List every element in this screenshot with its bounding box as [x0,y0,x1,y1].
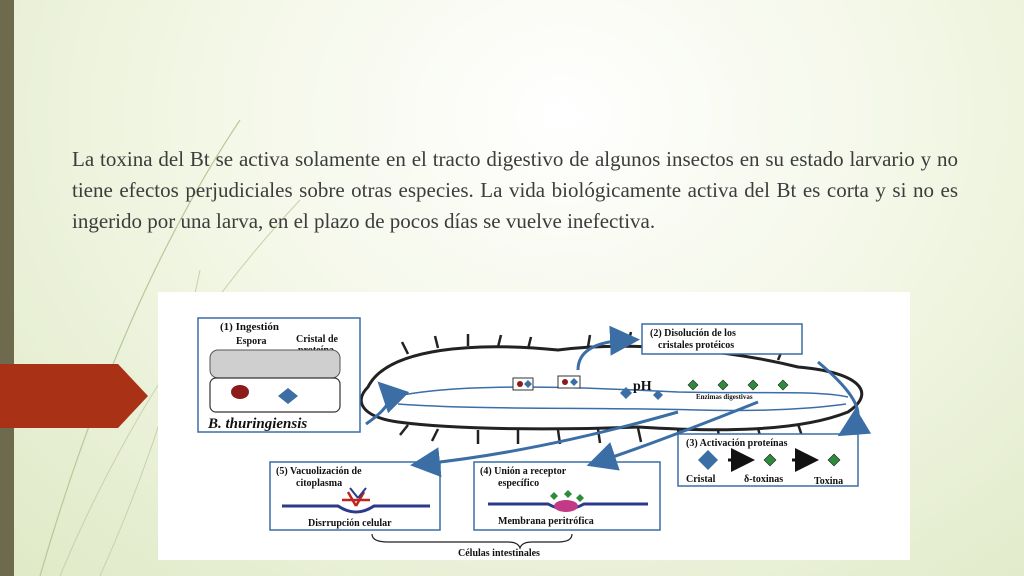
step3-cristal-label: Cristal [686,474,716,485]
body-paragraph: La toxina del Bt se activa solamente en … [72,147,958,233]
process-arrows [365,325,872,478]
step1-espora-label: Espora [236,336,267,347]
step5-line1: (5) Vacuolización de [276,466,362,477]
step4-receptor-box: (4) Unión a receptor específico Membrana… [473,461,661,531]
enzymes-label: Enzimas digestivas [696,393,753,401]
ph-label: pH [633,379,652,394]
step3-toxina-label: Toxina [814,476,843,487]
step5-bottom-label: Disrrupción celular [308,518,392,529]
step1-cristal-label-1: Cristal de [296,334,339,345]
accent-arrow-shape [0,364,148,428]
step4-line2: específico [498,478,539,489]
step3-title: (3) Activación proteínas [686,438,788,449]
step2-dissolution-box: (2) Disolución de los cristales protéico… [641,323,803,355]
step2-line1: (2) Disolución de los [650,328,736,339]
organism-label: B. thuringiensis [207,416,307,432]
step3-activation-box: (3) Activación proteínas Cristal δ-toxin… [677,433,859,487]
step4-line1: (4) Unión a receptor [480,466,567,477]
step1-title: (1) Ingestión [220,321,279,333]
step5-line2: citoplasma [296,478,342,489]
step3-delta-label: δ-toxinas [744,474,783,485]
step4-bottom-label: Membrana peritrófica [498,516,594,527]
step2-line2: cristales protéicos [658,340,734,351]
bt-toxin-diagram: (1) Ingestión Espora Cristal de proteína… [158,292,910,560]
cells-brace [371,533,573,550]
cells-label: Células intestinales [458,548,540,559]
step1-ingestion-box: (1) Ingestión Espora Cristal de proteína… [197,317,361,433]
diagram-drawing: (1) Ingestión Espora Cristal de proteína… [197,317,872,559]
step5-vacuolization-box: (5) Vacuolización de citoplasma Disrrupc… [269,461,441,531]
left-sidebar-bar [0,0,14,576]
